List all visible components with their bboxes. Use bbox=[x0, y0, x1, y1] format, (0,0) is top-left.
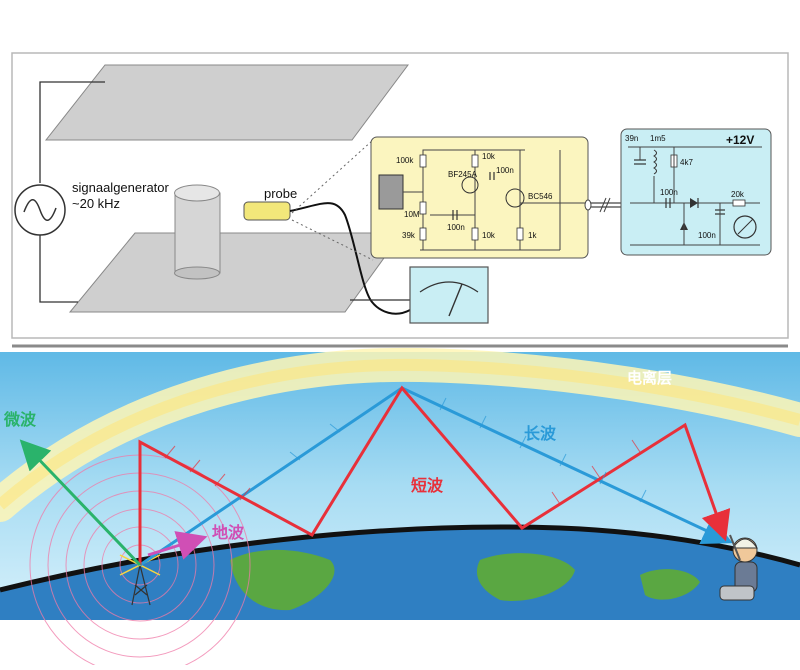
wave-ticks bbox=[164, 397, 647, 505]
signal-generator-icon bbox=[14, 184, 66, 236]
det-r1: 4k7 bbox=[680, 158, 693, 167]
det-c1: 39n bbox=[625, 134, 638, 143]
amp-r2: 10k bbox=[482, 152, 496, 161]
label-long-wave: 长波 bbox=[524, 424, 557, 443]
label-ground-wave: 地波 bbox=[212, 523, 245, 542]
ground-wave-path bbox=[147, 531, 208, 560]
det-c3: 100n bbox=[698, 231, 716, 240]
amp-fet: BF245A bbox=[448, 170, 478, 179]
det-meter-symbol bbox=[733, 215, 757, 239]
amp-r4: 39k bbox=[402, 231, 416, 240]
probe-cable bbox=[289, 202, 411, 315]
land-masses bbox=[230, 549, 700, 611]
microwave-path bbox=[19, 439, 142, 567]
short-wave-path bbox=[138, 385, 731, 565]
det-c2: 100n bbox=[660, 188, 678, 197]
det-l1: 1m5 bbox=[650, 134, 666, 143]
cylinder-object bbox=[174, 184, 221, 280]
detector-panel: +12V 39n 1m5 4k7 100n bbox=[620, 128, 772, 256]
amplifier-panel: 100k 10k 100n BF245A BC546 10M 39k 100n … bbox=[370, 136, 589, 259]
radio-propagation-diagram: 电离层 微波 地波 短波 长波 bbox=[0, 347, 800, 670]
probe-plate-hatched bbox=[378, 174, 404, 210]
generator-label-2: ~20 kHz bbox=[72, 196, 120, 211]
amp-r6: 1k bbox=[528, 231, 537, 240]
label-ionosphere: 电离层 bbox=[627, 369, 672, 387]
amp-c2: 100n bbox=[447, 223, 465, 232]
generator-label-1: signaalgenerator bbox=[72, 180, 170, 195]
det-supply: +12V bbox=[726, 133, 754, 147]
lower-plate bbox=[68, 232, 403, 313]
label-microwave: 微波 bbox=[3, 410, 37, 429]
probe-label: probe bbox=[264, 186, 297, 201]
amp-r3: 10M bbox=[404, 210, 420, 219]
upper-plate bbox=[44, 64, 409, 141]
amp-r5: 10k bbox=[482, 231, 496, 240]
probe-setup-diagram: signaalgenerator ~20 kHz probe bbox=[11, 52, 789, 339]
bjt-symbol bbox=[505, 188, 525, 208]
det-r2: 20k bbox=[731, 190, 745, 199]
earth bbox=[0, 527, 800, 620]
probe-body bbox=[243, 201, 291, 221]
amp-bjt: BC546 bbox=[528, 192, 553, 201]
label-short-wave: 短波 bbox=[411, 476, 444, 495]
fet-symbol bbox=[461, 176, 479, 194]
amp-r1: 100k bbox=[396, 156, 414, 165]
amp-c1: 100n bbox=[496, 166, 514, 175]
receiver-person-icon bbox=[719, 534, 758, 601]
meter-icon bbox=[409, 266, 489, 324]
